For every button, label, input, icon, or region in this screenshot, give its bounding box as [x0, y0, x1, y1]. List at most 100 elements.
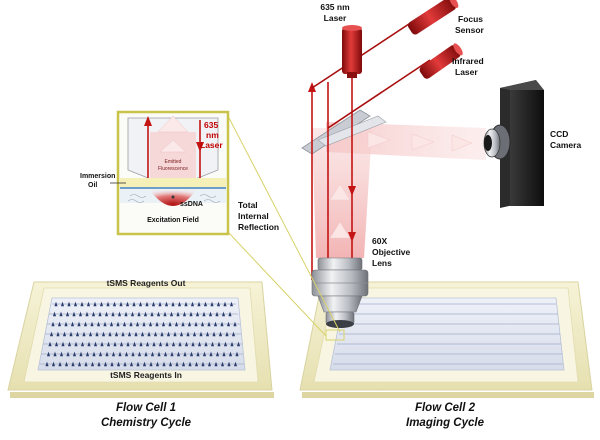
flow-arrow: [58, 361, 62, 367]
flow-arrow: [215, 311, 219, 317]
flow-arrow: [57, 321, 62, 327]
flow-arrow: [225, 331, 229, 337]
flow-arrow: [59, 311, 63, 317]
flow-arrow: [52, 311, 57, 317]
flow-arrow: [178, 341, 182, 347]
flow-arrow: [82, 331, 86, 337]
flow-arrow: [151, 301, 156, 307]
flow-arrow: [179, 331, 184, 337]
flow-arrow: [86, 301, 91, 307]
ccd-camera-label-line1: CCD: [550, 129, 568, 139]
flow-arrow: [135, 321, 140, 327]
flow-arrow: [88, 331, 93, 337]
flow-arrow: [109, 321, 114, 327]
flow-arrow: [49, 331, 54, 337]
infrared-laser-label-line2: Laser: [455, 67, 478, 77]
inset-callout-lines: [227, 115, 345, 341]
flow-arrow: [65, 311, 70, 317]
tir-label-line3: Reflection: [238, 222, 279, 232]
flow-arrow: [91, 311, 96, 317]
flow-arrow: [191, 341, 195, 347]
flow-arrow: [142, 361, 147, 367]
objective-label-line3: Lens: [372, 258, 392, 268]
flow-arrow: [216, 301, 221, 307]
flow-arrow: [80, 301, 84, 307]
flow-arrow: [229, 301, 234, 307]
flow-arrow: [160, 331, 164, 337]
flow-arrow: [210, 301, 214, 307]
flow-arrow: [60, 301, 65, 307]
emitted-fluorescence-line2: Fluorescence: [158, 166, 188, 172]
flow-arrow: [145, 341, 150, 347]
flow-arrow: [85, 351, 90, 357]
tir-label-line1: Total: [238, 200, 258, 210]
flow-arrow: [228, 311, 232, 317]
flow-arrow: [106, 341, 111, 347]
flow-arrow: [124, 351, 129, 357]
flow-arrow: [79, 351, 83, 357]
flow-arrow: [210, 341, 215, 347]
flow-arrow: [174, 321, 179, 327]
flow-arrow: [127, 331, 132, 337]
flow-arrow: [111, 351, 116, 357]
excitation-field-label: Excitation Field: [147, 217, 199, 224]
flow-arrow: [189, 351, 194, 357]
flow-arrow: [157, 351, 161, 357]
flow-arrow: [95, 331, 99, 337]
flow-cell-1: tSMS Reagents Out tSMS Reagents In: [7, 278, 274, 398]
flow-arrow: [131, 351, 135, 357]
flow-arrow: [182, 311, 187, 317]
flow-arrow: [170, 351, 174, 357]
flow-arrow: [217, 341, 221, 347]
flow-arrow: [168, 321, 172, 327]
flow-arrow: [202, 311, 206, 317]
flow-arrow: [62, 331, 67, 337]
flow-arrow: [129, 361, 134, 367]
flow-arrow: [54, 341, 59, 347]
flow-cell-2: [299, 281, 594, 398]
flow-arrow: [221, 311, 226, 317]
flow-cell-1-subtitle: Chemistry Cycle: [101, 417, 192, 429]
flow-arrow: [64, 321, 68, 327]
flow-arrow: [92, 351, 96, 357]
flow-arrow: [90, 321, 94, 327]
flow-arrow: [145, 301, 149, 307]
flow-arrow: [93, 301, 97, 307]
flow-arrow: [148, 321, 153, 327]
flow-arrow: [223, 301, 227, 307]
flow-arrow: [56, 331, 60, 337]
emitted-fluorescence-line1: Emitted: [165, 159, 182, 165]
flow-arrow: [181, 361, 186, 367]
flow-arrow: [208, 311, 213, 317]
flow-arrow: [129, 321, 133, 327]
flow-arrow: [71, 361, 75, 367]
flow-arrow: [158, 301, 162, 307]
flow-arrow: [163, 351, 168, 357]
flow-arrow: [197, 341, 202, 347]
laser-beams: [308, 19, 431, 280]
flow-arrow: [155, 321, 159, 327]
flow-arrow: [137, 351, 142, 357]
reagents-out-label: tSMS Reagents Out: [107, 278, 186, 288]
flow-arrow: [84, 361, 88, 367]
flow-arrow: [228, 351, 233, 357]
flow-arrow: [98, 311, 102, 317]
flow-arrow: [112, 301, 117, 307]
flow-arrow: [142, 321, 146, 327]
flow-arrow: [64, 361, 69, 367]
flow-arrow: [51, 361, 56, 367]
flow-arrow: [177, 301, 182, 307]
flow-arrow: [70, 321, 75, 327]
inset-laser-label-line2: nm: [206, 130, 219, 140]
flow-arrow: [124, 311, 128, 317]
objective-label-line1: 60X: [372, 236, 387, 246]
flow-arrow: [119, 341, 124, 347]
flow-arrow: [66, 351, 70, 357]
flow-arrow: [227, 361, 231, 367]
flow-arrow: [202, 351, 207, 357]
flow-arrow: [119, 301, 123, 307]
flow-arrow: [74, 341, 78, 347]
flow-arrow: [122, 321, 127, 327]
focus-sensor-label-line2: Sensor: [455, 25, 485, 35]
flow-arrow: [90, 361, 95, 367]
